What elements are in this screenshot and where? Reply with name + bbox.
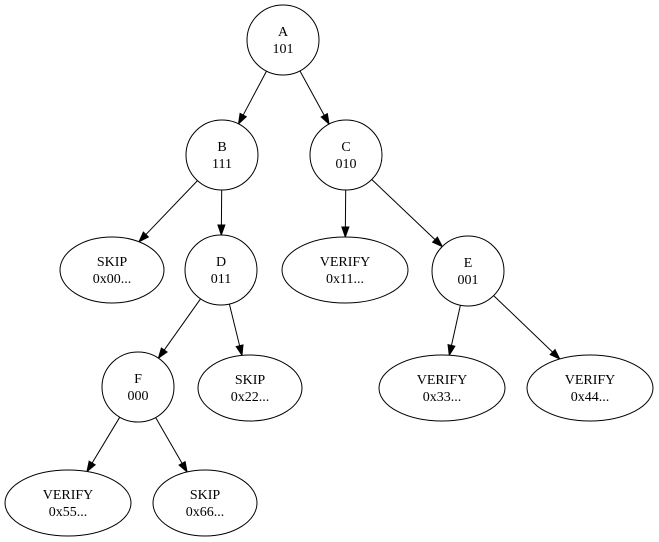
node-VERIFY33-shape — [378, 354, 506, 422]
node-VERIFY33-label-line2: 0x33... — [423, 390, 462, 405]
node-B: B 111 — [185, 119, 259, 191]
edge-F-SKIP66 — [155, 417, 188, 474]
edge-B-SKIP00 — [137, 180, 198, 243]
node-A-label-line1: A — [278, 25, 289, 40]
node-F-shape — [101, 351, 175, 423]
arrowhead-icon — [137, 231, 150, 243]
node-F-label-line1: F — [134, 372, 142, 387]
arrowhead-icon — [341, 226, 350, 239]
node-SKIP00-label-line2: 0x00... — [93, 272, 132, 287]
node-B-label-line2: 111 — [212, 157, 232, 172]
node-VERIFY11-shape — [281, 236, 409, 304]
node-B-shape — [185, 119, 259, 191]
node-E-shape — [431, 235, 505, 307]
node-SKIP00-shape — [59, 236, 165, 304]
node-E: E 001 — [431, 235, 505, 307]
node-F: F 000 — [101, 351, 175, 423]
node-VERIFY44-label-line1: VERIFY — [565, 373, 616, 388]
edge-E-VERIFY33 — [447, 305, 461, 357]
node-E-label-line1: E — [464, 256, 473, 271]
node-VERIFY33-label-line1: VERIFY — [417, 373, 468, 388]
node-A-label-line2: 101 — [273, 42, 294, 57]
edge-A-B — [237, 70, 267, 126]
nodes-layer: A101B111C010SKIP0x00...D011VERIFY0x11...… — [4, 4, 654, 537]
node-VERIFY55-shape — [4, 469, 132, 537]
node-VERIFY44-shape — [526, 354, 654, 422]
node-D-shape — [184, 234, 258, 306]
node-D: D 011 — [184, 234, 258, 306]
node-E-label-line2: 001 — [458, 273, 479, 288]
arrowhead-icon — [320, 112, 330, 126]
edge-A-C — [299, 70, 330, 126]
edge-D-SKIP22 — [228, 303, 244, 357]
node-SKIP22-shape — [197, 354, 303, 422]
node-D-label-line1: D — [216, 255, 226, 270]
arrowhead-icon — [157, 347, 168, 360]
node-VERIFY44: VERIFY 0x44... — [526, 354, 654, 422]
arrowhead-icon — [235, 344, 244, 357]
node-VERIFY33: VERIFY 0x33... — [378, 354, 506, 422]
edge-C-E — [371, 179, 444, 248]
node-C-label-line1: C — [341, 140, 350, 155]
node-B-label-line1: B — [217, 140, 226, 155]
arrowhead-icon — [549, 348, 561, 361]
node-SKIP22-label-line2: 0x22... — [231, 390, 270, 405]
node-A: A 101 — [246, 4, 320, 76]
node-SKIP00-label-line1: SKIP — [97, 255, 128, 270]
arrowhead-icon — [178, 460, 188, 474]
node-VERIFY55: VERIFY 0x55... — [4, 469, 132, 537]
node-VERIFY11: VERIFY 0x11... — [281, 236, 409, 304]
node-D-label-line2: 011 — [211, 272, 231, 287]
edge-E-VERIFY44 — [493, 295, 561, 361]
arrowhead-icon — [447, 344, 456, 357]
node-A-shape — [246, 4, 320, 76]
node-VERIFY11-label-line2: 0x11... — [326, 272, 364, 287]
node-SKIP66-shape — [152, 469, 258, 537]
node-VERIFY44-label-line2: 0x44... — [571, 390, 610, 405]
edge-C-VERIFY11 — [341, 189, 350, 239]
node-VERIFY55-label-line1: VERIFY — [43, 488, 94, 503]
node-SKIP66-label-line2: 0x66... — [186, 505, 225, 520]
edge-B-D — [217, 189, 226, 237]
node-SKIP66: SKIP 0x66... — [152, 469, 258, 537]
node-SKIP22: SKIP 0x22... — [197, 354, 303, 422]
node-SKIP66-label-line1: SKIP — [190, 488, 221, 503]
node-SKIP22-label-line1: SKIP — [235, 373, 266, 388]
arrowhead-icon — [86, 460, 97, 473]
arrowhead-icon — [217, 224, 226, 237]
node-C-shape — [309, 119, 383, 191]
node-VERIFY55-label-line2: 0x55... — [49, 505, 88, 520]
node-SKIP00: SKIP 0x00... — [59, 236, 165, 304]
node-VERIFY11-label-line1: VERIFY — [320, 255, 371, 270]
edge-D-F — [157, 298, 201, 360]
node-F-label-line2: 000 — [128, 389, 149, 404]
node-C: C 010 — [309, 119, 383, 191]
edges-layer — [86, 70, 561, 474]
node-C-label-line2: 010 — [336, 157, 357, 172]
edge-F-VERIFY55 — [86, 416, 121, 473]
arrowhead-icon — [237, 112, 248, 126]
arrowhead-icon — [431, 236, 444, 248]
